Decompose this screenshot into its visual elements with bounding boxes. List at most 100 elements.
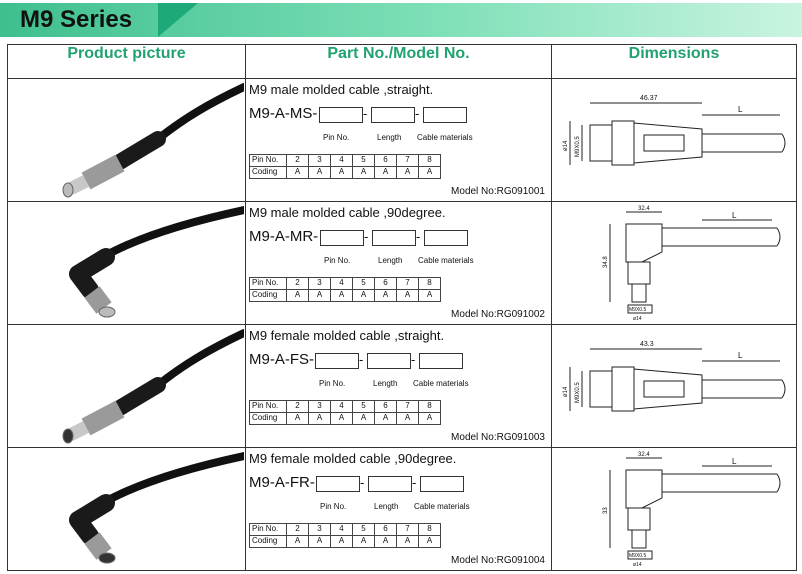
pin-no-box bbox=[315, 353, 359, 369]
connector-face-icon bbox=[98, 552, 116, 564]
coding-cell: A bbox=[330, 412, 353, 425]
molded-body-icon bbox=[110, 377, 166, 417]
coding-cell: A bbox=[330, 289, 353, 302]
pin-cell: 3 bbox=[308, 277, 331, 290]
cable-icon bbox=[99, 206, 244, 261]
pin-no-label: Pin No. bbox=[324, 256, 351, 265]
model-number: Model No:RG091004 bbox=[451, 555, 545, 566]
thread-label-box bbox=[627, 550, 653, 560]
length-box bbox=[368, 476, 412, 492]
coupling-nut-icon bbox=[84, 532, 112, 560]
coupling-nut-outline bbox=[627, 507, 651, 531]
coupling-nut-icon bbox=[81, 154, 125, 190]
coding-cell: A bbox=[286, 166, 309, 179]
pin-cell: 2 bbox=[286, 154, 309, 167]
separator-dash: - bbox=[360, 475, 365, 490]
part-number-cell: M9 male molded cable ,straight. M9-A-MS-… bbox=[245, 78, 552, 202]
pin-cell: 5 bbox=[352, 277, 375, 290]
pin-row: Pin No. 2 3 4 5 6 7 8 bbox=[249, 277, 441, 290]
connector-thread-outline bbox=[589, 370, 613, 408]
product-picture-cell bbox=[7, 78, 246, 202]
separator-dash: - bbox=[411, 352, 416, 367]
pin-no-box bbox=[320, 230, 364, 246]
title-banner: M9 Series bbox=[0, 0, 802, 40]
diameter-label: ø14 bbox=[563, 386, 569, 397]
pin-no-box bbox=[319, 107, 363, 123]
pin-row: Pin No. 2 3 4 5 6 7 8 bbox=[249, 400, 441, 413]
diameter-label: ø14 bbox=[633, 316, 642, 322]
pin-row: Pin No. 2 3 4 5 6 7 8 bbox=[249, 523, 441, 536]
model-code-prefix: M9-A-FS- bbox=[249, 351, 314, 368]
cable-materials-box bbox=[424, 230, 468, 246]
pin-no-box bbox=[316, 476, 360, 492]
coding-cell: A bbox=[330, 535, 353, 548]
molded-body-icon bbox=[69, 494, 115, 545]
pin-row-label: Pin No. bbox=[249, 400, 287, 413]
molded-body-outline bbox=[633, 368, 703, 410]
product-photo bbox=[69, 206, 244, 318]
coding-cell: A bbox=[418, 166, 441, 179]
coding-cell: A bbox=[418, 535, 441, 548]
product-table: Product picture Part No./Model No. Dimen… bbox=[7, 44, 797, 571]
cable-outline bbox=[702, 133, 782, 153]
width-dimension-label: 32.4 bbox=[638, 452, 650, 458]
pin-cell: 6 bbox=[374, 523, 397, 536]
cable-icon bbox=[154, 83, 244, 143]
cable-materials-label: Cable materials bbox=[413, 379, 469, 388]
header-dimensions: Dimensions bbox=[551, 44, 797, 79]
coupling-nut-icon bbox=[81, 400, 125, 436]
product-picture bbox=[9, 326, 245, 447]
connector-thread-outline bbox=[631, 529, 647, 549]
pin-cell: 7 bbox=[396, 154, 419, 167]
model-code-prefix: M9-A-FR- bbox=[249, 474, 315, 491]
pin-cell: 3 bbox=[308, 400, 331, 413]
molded-body-icon bbox=[110, 131, 166, 171]
cable-materials-box bbox=[423, 107, 467, 123]
coding-row-label: Coding bbox=[249, 535, 287, 548]
cable-materials-label: Cable materials bbox=[414, 502, 470, 511]
coding-cell: A bbox=[396, 535, 419, 548]
coding-cell: A bbox=[352, 412, 375, 425]
thread-label: M9X0.5 bbox=[629, 307, 646, 313]
pin-cell: 7 bbox=[396, 277, 419, 290]
pin-no-label: Pin No. bbox=[323, 133, 350, 142]
coupling-nut-icon bbox=[84, 286, 112, 314]
cable-break-icon bbox=[781, 379, 786, 399]
length-label: Length bbox=[373, 379, 398, 388]
length-box bbox=[372, 230, 416, 246]
separator-dash: - bbox=[364, 229, 369, 244]
coding-cell: A bbox=[308, 412, 331, 425]
product-description: M9 female molded cable ,90degree. bbox=[249, 451, 457, 466]
length-label: Length bbox=[378, 256, 403, 265]
coding-cell: A bbox=[374, 166, 397, 179]
thread-label-box bbox=[627, 304, 653, 314]
product-description: M9 male molded cable ,straight. bbox=[249, 82, 434, 97]
thread-label: M9X0.5 bbox=[575, 136, 581, 157]
model-code-prefix: M9-A-MR- bbox=[249, 228, 319, 245]
product-picture bbox=[9, 203, 245, 324]
cable-outline bbox=[702, 379, 782, 399]
part-number-cell: M9 female molded cable ,straight. M9-A-F… bbox=[245, 324, 552, 448]
height-dimension-label: 33 bbox=[603, 507, 609, 514]
cable-materials-box bbox=[419, 353, 463, 369]
cable-length-label: L bbox=[732, 211, 737, 220]
pin-cell: 3 bbox=[308, 523, 331, 536]
product-photo bbox=[62, 83, 244, 198]
pin-cell: 7 bbox=[396, 523, 419, 536]
pin-coding-table: Pin No. 2 3 4 5 6 7 8 Coding A A A A A A bbox=[249, 154, 441, 179]
product-photo bbox=[69, 452, 244, 564]
grip-outline bbox=[643, 134, 685, 152]
cable-materials-box bbox=[420, 476, 464, 492]
coding-cell: A bbox=[308, 289, 331, 302]
molded-body-outline bbox=[633, 122, 703, 164]
pin-coding-table: Pin No. 2 3 4 5 6 7 8 Coding A A A A A A bbox=[249, 400, 441, 425]
pin-cell: 2 bbox=[286, 523, 309, 536]
product-picture bbox=[9, 80, 245, 201]
pin-no-label: Pin No. bbox=[320, 502, 347, 511]
coding-cell: A bbox=[396, 166, 419, 179]
